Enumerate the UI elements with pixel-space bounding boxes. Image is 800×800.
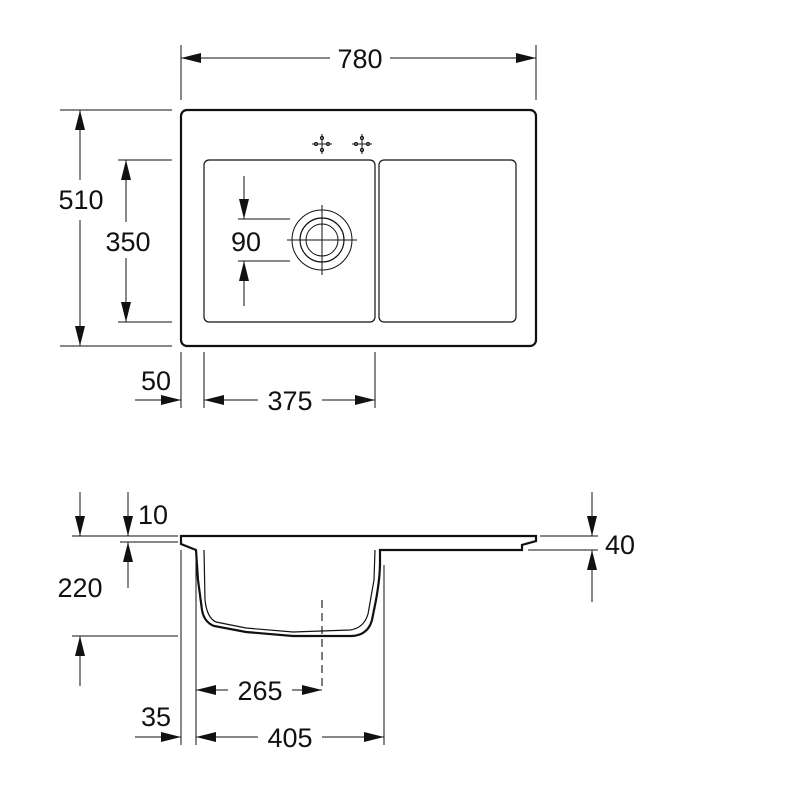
dimension-label-10: 10 bbox=[138, 500, 168, 530]
tap-hole-icon bbox=[352, 134, 372, 154]
tap-hole-icon bbox=[312, 134, 332, 154]
drainboard-outline-top bbox=[378, 159, 517, 323]
drain-icon bbox=[287, 205, 357, 275]
sink-profile-side bbox=[179, 534, 538, 638]
dimension-90: 90 bbox=[231, 176, 290, 306]
dimension-50: 50 bbox=[135, 352, 205, 408]
dimension-265: 265 bbox=[195, 555, 322, 745]
dimension-label-375: 375 bbox=[267, 386, 312, 416]
dimension-label-350: 350 bbox=[105, 227, 150, 257]
dimension-label-40: 40 bbox=[605, 530, 635, 560]
dimension-35: 35 bbox=[135, 550, 182, 745]
dimension-350: 350 bbox=[105, 159, 172, 323]
dimension-780: 780 bbox=[180, 44, 537, 100]
dimension-label-35: 35 bbox=[141, 702, 171, 732]
dimension-220: 220 bbox=[57, 492, 178, 686]
dimension-label-405: 405 bbox=[267, 723, 312, 753]
dimension-label-510: 510 bbox=[58, 185, 103, 215]
dimension-label-90: 90 bbox=[231, 227, 261, 257]
dimension-label-220: 220 bbox=[57, 573, 102, 603]
dimension-375: 375 bbox=[204, 352, 376, 416]
bowl-inner-profile bbox=[203, 549, 376, 633]
sink-outline-top bbox=[179, 108, 538, 348]
dimension-label-50: 50 bbox=[141, 366, 171, 396]
dimension-510: 510 bbox=[58, 109, 172, 347]
dimension-10: 10 bbox=[120, 492, 178, 588]
dimension-label-265: 265 bbox=[237, 676, 282, 706]
side-view: 10 220 40 265 bbox=[57, 492, 635, 753]
dimension-label-780: 780 bbox=[337, 44, 382, 74]
dimension-405: 405 bbox=[196, 565, 385, 753]
top-view: 780 510 350 bbox=[58, 44, 538, 416]
dimension-40: 40 bbox=[528, 492, 635, 602]
bowl-outline-top bbox=[203, 159, 376, 323]
